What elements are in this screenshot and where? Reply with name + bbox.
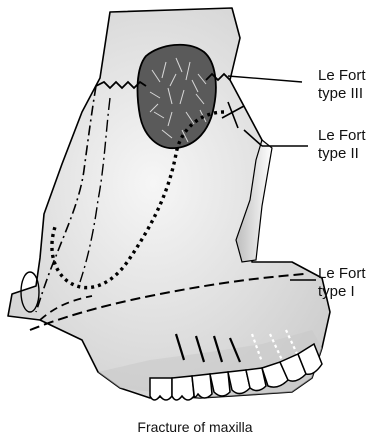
label-le-fort-i-line1: Le Fort bbox=[318, 265, 366, 282]
tooth bbox=[192, 374, 212, 398]
tooth bbox=[150, 378, 172, 400]
label-le-fort-ii-line1: Le Fort bbox=[318, 127, 366, 144]
tooth bbox=[172, 376, 194, 400]
pointer-le-fort-iii bbox=[228, 76, 302, 82]
label-le-fort-iii-line1: Le Fort bbox=[318, 67, 366, 84]
label-le-fort-i: Le Fort type I bbox=[318, 265, 370, 300]
label-le-fort-iii: Le Fort type III bbox=[318, 67, 370, 102]
label-le-fort-ii-line2: type II bbox=[318, 145, 359, 162]
figure-caption: Fracture of maxilla bbox=[137, 419, 252, 435]
label-le-fort-ii: Le Fort type II bbox=[318, 127, 370, 162]
label-le-fort-iii-line2: type III bbox=[318, 85, 363, 102]
label-le-fort-i-line2: type I bbox=[318, 283, 355, 300]
